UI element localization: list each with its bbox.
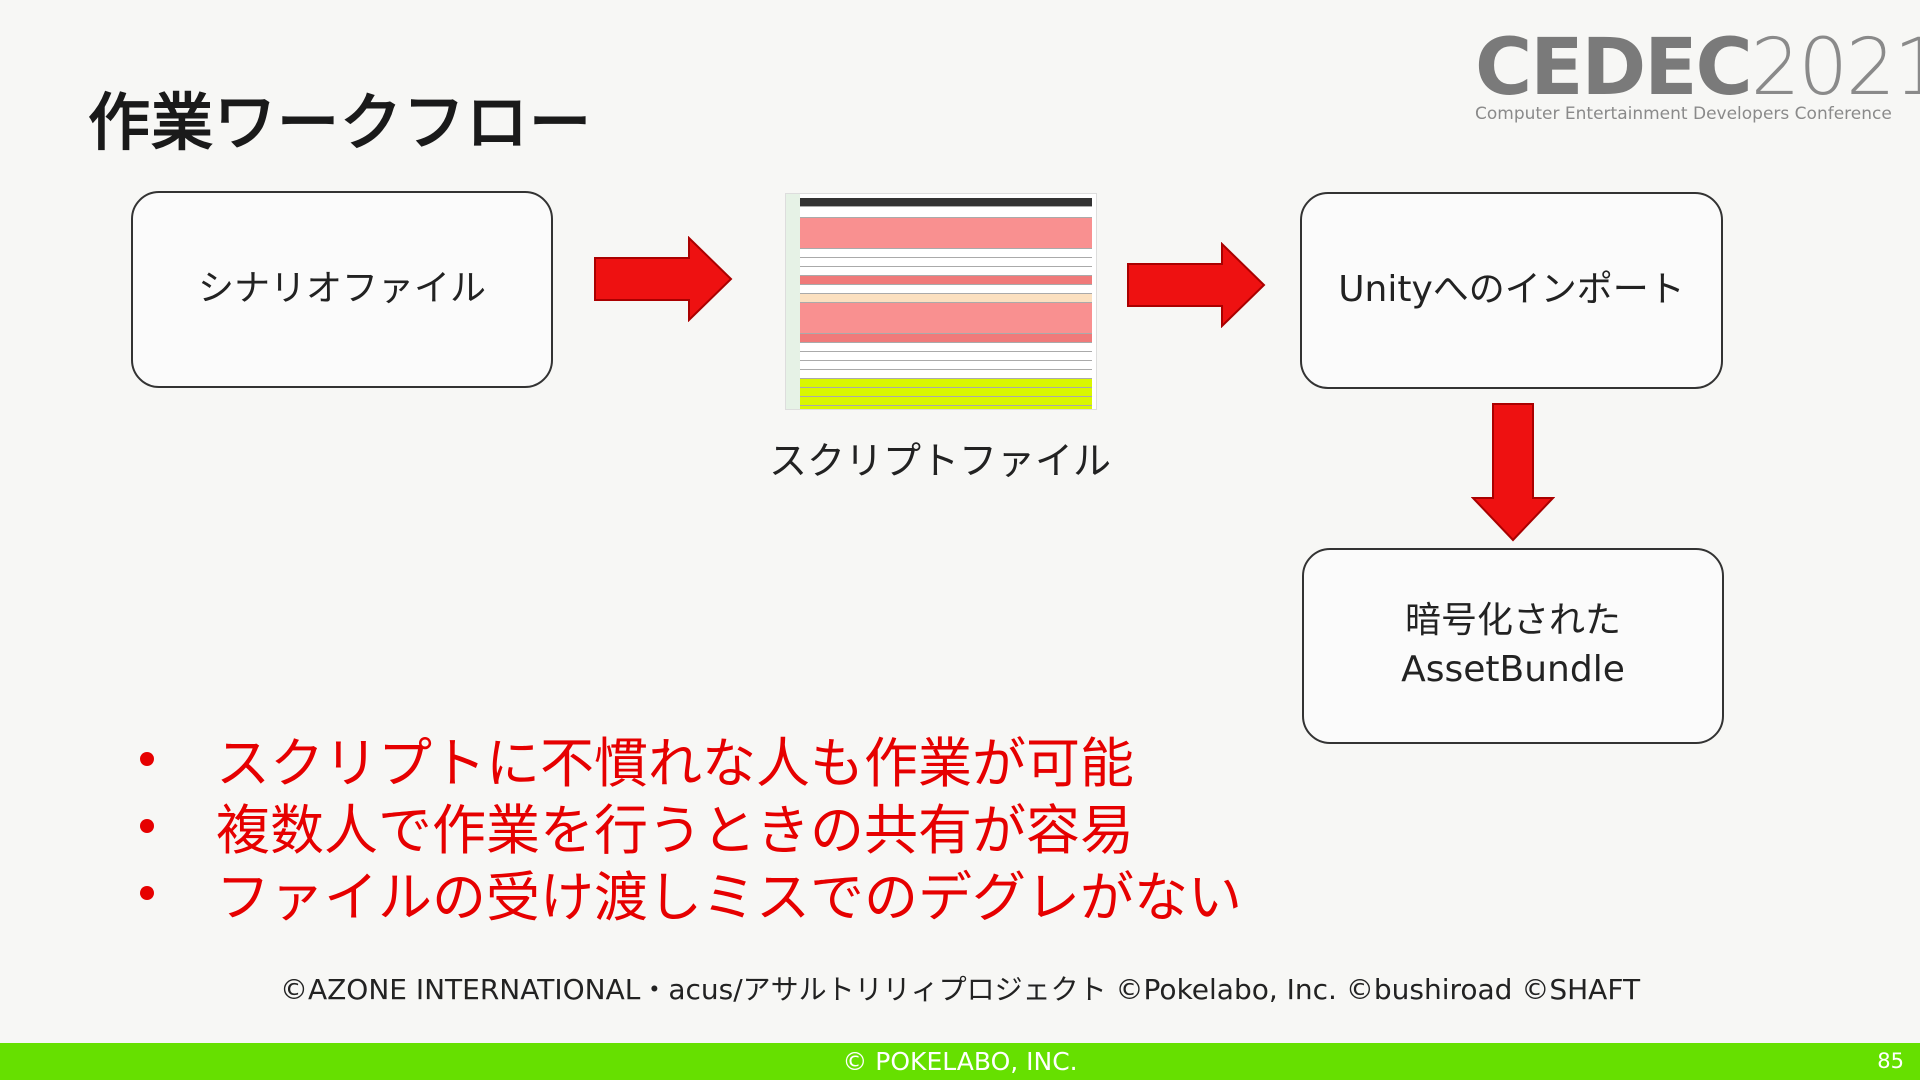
unity-import-label: Unityへのインポート	[1338, 269, 1685, 311]
sheet-row	[800, 276, 1092, 285]
sheet-row	[800, 352, 1092, 361]
sheet-row	[800, 370, 1092, 379]
copyright-credits: ©AZONE INTERNATIONAL・acus/アサルトリリィプロジェクト …	[279, 973, 1641, 1006]
sheet-row	[800, 258, 1092, 267]
unity-import-box: Unityへのインポート	[1300, 192, 1723, 389]
encrypted-label: 暗号化された	[1404, 600, 1621, 642]
sheet-row	[800, 267, 1092, 276]
sheet-row	[800, 218, 1092, 249]
footer-copyright: © POKELABO, INC.	[842, 1047, 1078, 1076]
scenario-file-box: シナリオファイル	[131, 191, 553, 388]
spreadsheet-thumbnail	[785, 193, 1097, 410]
right-arrow-icon	[1127, 242, 1266, 328]
scenario-file-label: シナリオファイル	[197, 268, 486, 310]
sheet-row	[800, 388, 1092, 397]
footer-bar: © POKELABO, INC. 85	[0, 1043, 1920, 1080]
sheet-row	[800, 406, 1092, 409]
bullet-item: スクリプトに不慣れな人も作業が可能	[140, 725, 1242, 795]
cedec-logo: CEDEC2021 Computer Entertainment Develop…	[1475, 23, 1920, 124]
sheet-row	[800, 397, 1092, 406]
assetbundle-label: AssetBundle	[1401, 649, 1625, 690]
benefits-list: スクリプトに不慣れな人も作業が可能 複数人で作業を行うときの共有が容易 ファイル…	[140, 725, 1242, 929]
sheet-row	[800, 198, 1092, 207]
bullet-item: ファイルの受け渡しミスでのデグレがない	[140, 859, 1242, 929]
right-arrow-icon	[594, 236, 733, 322]
sheet-row	[800, 294, 1092, 303]
sheet-row	[800, 361, 1092, 370]
sheet-row	[800, 207, 1092, 218]
encrypted-assetbundle-box: 暗号化された AssetBundle	[1302, 548, 1724, 744]
sheet-row	[800, 285, 1092, 294]
sheet-row	[800, 334, 1092, 343]
sheet-row	[800, 249, 1092, 258]
script-file-caption: スクリプトファイル	[768, 439, 1111, 483]
sheet-row	[800, 379, 1092, 388]
sheet-row	[800, 343, 1092, 352]
slide-title: 作業ワークフロー	[88, 86, 593, 159]
down-arrow-icon	[1471, 403, 1555, 542]
bullet-item: 複数人で作業を行うときの共有が容易	[140, 792, 1242, 862]
sheet-row	[800, 303, 1092, 334]
page-number: 85	[1877, 1049, 1904, 1073]
